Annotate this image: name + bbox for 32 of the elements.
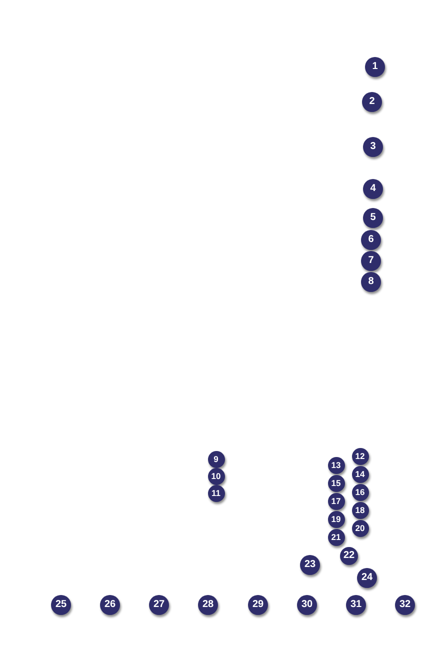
callout-number: 14 — [352, 466, 368, 482]
callout-number: 6 — [361, 230, 381, 250]
callout-number: 19 — [328, 510, 344, 528]
callout-number: 2 — [362, 92, 382, 112]
callout-number: 26 — [100, 595, 120, 615]
callout-number: 32 — [395, 595, 415, 615]
callout-number: 12 — [352, 448, 368, 464]
callout-number: 30 — [297, 595, 317, 615]
callout-number: 1 — [365, 57, 385, 77]
callout-number: 3 — [363, 137, 383, 157]
callout-number: 8 — [361, 272, 381, 292]
callout-number: 23 — [300, 555, 320, 575]
callout-number: 9 — [208, 450, 224, 468]
callout-number: 27 — [149, 595, 169, 615]
callout-number: 25 — [51, 595, 71, 615]
callout-number: 5 — [363, 208, 383, 228]
callout-number: 7 — [361, 251, 381, 271]
callout-number: 11 — [208, 484, 224, 502]
callout-number: 4 — [363, 179, 383, 199]
callout-number: 10 — [208, 468, 224, 484]
callout-number: 17 — [328, 492, 344, 510]
callout-number: 18 — [352, 502, 368, 518]
callout-number: 29 — [248, 595, 268, 615]
callout-number: 21 — [328, 528, 344, 546]
callout-number: 13 — [328, 456, 344, 474]
callout-number: 16 — [352, 484, 368, 500]
callout-number: 28 — [198, 595, 218, 615]
callout-number: 22 — [340, 547, 358, 565]
callout-number: 15 — [328, 474, 344, 492]
callout-number: 20 — [352, 520, 368, 536]
callout-number: 24 — [357, 568, 377, 588]
callout-number: 31 — [346, 595, 366, 615]
